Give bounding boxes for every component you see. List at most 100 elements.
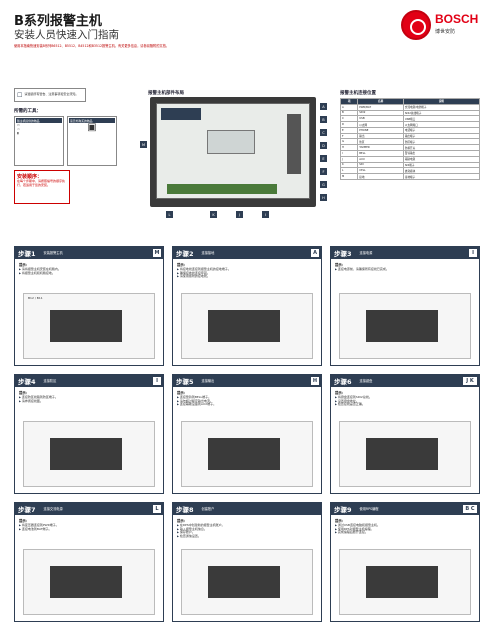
step-number: 步骤6 [334,377,352,386]
step-number: 步骤1 [18,249,36,258]
step-badge: I [468,247,478,258]
table-cell: 以太网端口 [402,121,481,128]
step-illustration [339,421,471,487]
step-badge: I [152,375,162,386]
safety-note: ☐ 请遵循所有警告、注意事项和安全须知。 [14,88,86,102]
step-label: 连接防区 [43,379,57,383]
step-number: 步骤2 [176,249,194,258]
board-illustration-icon [50,438,122,470]
board-marker-a: A [320,103,327,110]
tip-item: 连接电源前，请确保所有接线已完成。 [331,267,479,272]
tip-title: 提示： [335,391,346,395]
step-label: 连接交流电源 [43,507,63,511]
board-marker-c: C [320,129,327,136]
tip-item: 请参阅接线图。 [15,399,163,404]
board-marker-d: D [320,142,327,149]
board-illustration-icon [208,438,280,470]
step-card: 步骤2连接接地A提示：将接地线连接到报警主机的接地端子。确保接地线连接牢固。请使… [172,246,322,366]
tip-item: 设置键盘地址。 [331,399,479,404]
step-label: 连接输出 [201,379,215,383]
step-label: 连接键盘 [359,379,373,383]
manual-icon: ▭ [17,123,20,127]
tip-item: 输入报警主机信息。 [173,527,321,532]
tools-purchase-box: 需另外购买的物品 ▣ [67,116,117,166]
step-label: 使用RPS编程 [359,507,379,511]
control-panel-board [150,97,316,207]
keypad-icon: ▣ [87,122,97,133]
board-illustration-icon [50,566,122,598]
step-body: 提示：在RPS中创建新的报警主机账户。输入报警主机信息。保存账户。检查通信设置。 [172,515,322,622]
tip-item: 将报警主机和机箱接地。 [15,271,163,276]
wire-icon: 〰 [17,126,21,131]
battery-icon: ▮ [17,130,19,135]
board-illustration-icon [366,566,438,598]
tip-item: 请勿超过额定输出电流。 [173,399,321,404]
step-badge: A [310,247,320,258]
step-number: 步骤3 [334,249,352,258]
tip-item: 检查接线是否正确。 [331,403,479,407]
tip-title: 提示： [177,391,188,395]
step-card: 步骤1安装报警主机M提示：请将报警主机安装在机箱内。将报警主机和机箱接地。B12… [14,246,164,366]
table-cell: SDI2总线端子 [402,109,481,117]
step-body: 提示：将变压器连接到PWR端子。连接电池到BAT端子。 [14,515,164,622]
step-card: 步骤7 连接交流电源 L提示：将变压器连接到PWR端子。连接电池到BAT端子。 [14,502,164,622]
step-body: 提示：通过USB连接电脑和报警主机。使用RPS对报警主机编程。完成编程后断开连接… [330,515,480,622]
tip-item: 保存账户。 [173,531,321,535]
table-cell: 交流电源/电池端子 [402,103,481,111]
board-illustration-icon [208,566,280,598]
board-illustration-icon [366,310,438,342]
bosch-logo: BOSCH 博世安防 [401,10,481,44]
board-terminal-bottom [167,184,277,194]
table-cell: C [339,115,359,123]
table-cell: A [339,103,359,111]
step-number: 步骤8 [176,505,194,514]
tip-item: 完成编程后断开连接。 [331,531,479,535]
table-cell: 接地 [357,173,404,180]
tools-included-box: 随主机提供的物品 ▭ 〰 ▮ [14,116,64,166]
install-order-box: 安装顺序： 在每个步骤中，请按照编号的顺序执行，若适用于您的安装。 [14,170,70,204]
tip-item: 请将报警主机安装在机箱内。 [15,267,163,272]
table-cell: 接地端子 [402,173,481,180]
tip-item: 请使用随附的接地线。 [173,275,321,279]
table-cell: USB端口 [402,115,481,123]
tip-title: 提示： [19,519,30,523]
board-marker-l: L [166,211,173,218]
board-marker-b: B [320,116,327,123]
board-pcb [156,103,310,199]
tip-item: 连接防区线路到防区端子。 [15,395,163,400]
step-badge: B C [462,503,478,514]
step-label: 连接电源 [359,251,373,255]
board-illustration-icon [50,310,122,342]
step-illustration [181,421,313,487]
tip-title: 提示： [335,519,346,523]
tip-item: 连接电池到BAT端子。 [15,527,163,532]
board-marker-k: K [210,211,217,218]
page-subtitle: 安装人员快速入门指南 [14,29,119,41]
step-illustration [23,421,155,487]
illustration-caption: B12 / B11 [28,296,43,300]
step-number: 步骤7 [18,505,36,514]
step-body: 提示：连接防区线路到防区端子。请参阅接线图。 [14,387,164,494]
step-badge: L [152,503,162,514]
board-marker-j: J [236,211,243,218]
board-terminal-strip [287,114,301,174]
table-cell: D [339,121,359,128]
board-chip [207,130,255,154]
tip-item: 在RPS中创建新的报警主机账户。 [173,523,321,528]
tip-title: 提示： [177,263,188,267]
